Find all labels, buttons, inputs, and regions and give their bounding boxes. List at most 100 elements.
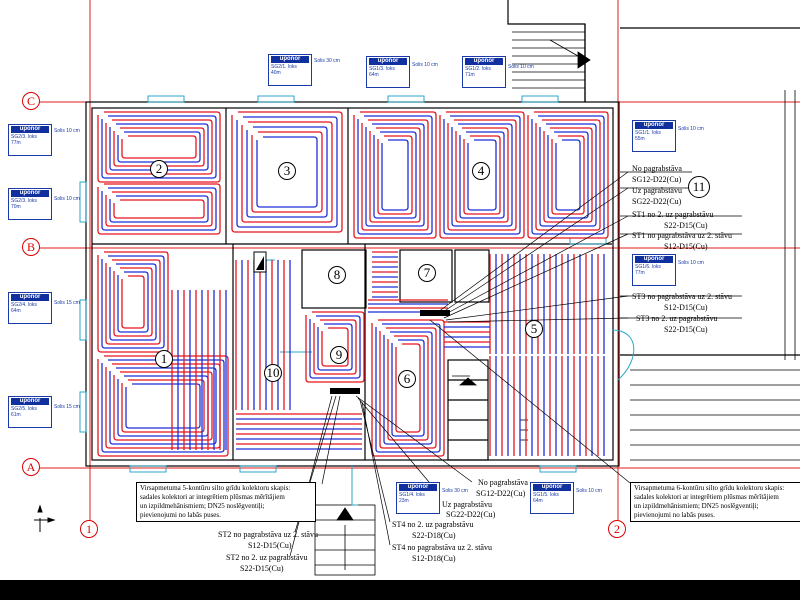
loop-4b-ring bbox=[443, 115, 521, 235]
loop-1b-ring bbox=[113, 371, 213, 441]
loop-1a-ring bbox=[117, 271, 149, 333]
loop-2-ring bbox=[101, 115, 217, 179]
loop-3-ring bbox=[241, 121, 333, 223]
loop-4c-ring bbox=[527, 111, 609, 239]
loop-4c-ring bbox=[551, 135, 585, 215]
mid-label-5: S22-D18(Cu) bbox=[412, 531, 456, 540]
loop-6-ring bbox=[391, 339, 425, 437]
loop-4a-ring bbox=[357, 115, 433, 235]
grid-label-1: 1 bbox=[80, 520, 98, 538]
right-label-3: SG22-D22(Cu) bbox=[632, 197, 682, 206]
stairs-right bbox=[630, 90, 800, 461]
loop-9-ring bbox=[305, 311, 365, 383]
loop-4a-ring bbox=[369, 127, 421, 223]
loop-1b-ring bbox=[97, 355, 229, 457]
loop-3-ring bbox=[246, 126, 328, 218]
loop-2b-ring bbox=[113, 199, 205, 219]
stairs-inner bbox=[452, 375, 528, 441]
loop-1b-ring bbox=[121, 379, 205, 433]
loop-6-ring bbox=[387, 335, 429, 441]
loop-3-ring bbox=[231, 111, 343, 233]
mid-label-7: S12-D18(Cu) bbox=[412, 554, 456, 563]
grid-label-a: A bbox=[22, 458, 40, 476]
loop-4c-ring bbox=[531, 115, 605, 235]
loop-label-6: 6 bbox=[398, 370, 416, 388]
loop-4a-ring bbox=[381, 139, 409, 211]
axis-icon bbox=[34, 504, 56, 532]
loop-4c-ring bbox=[543, 127, 593, 223]
mid-label-3: SG22-D22(Cu) bbox=[446, 510, 496, 519]
loop-1a-ring bbox=[105, 259, 161, 345]
loop-2-ring bbox=[121, 135, 197, 159]
loop-4a-ring bbox=[365, 123, 425, 227]
walls bbox=[85, 0, 800, 467]
left-label-3: S22-D15(Cu) bbox=[240, 564, 284, 573]
loop-label-10: 10 bbox=[264, 364, 282, 382]
right-label-5: S22-D15(Cu) bbox=[664, 221, 708, 230]
loop-1b-ring bbox=[105, 363, 221, 449]
note-right-manifold: Virsapmetuma 6-kontūru silto grīdu kolek… bbox=[630, 482, 800, 522]
mid-label-1: SG12-D22(Cu) bbox=[476, 489, 526, 498]
uponor-box-sg2-3a: uponor SG2/3. loks 77m bbox=[8, 124, 52, 156]
uponor-box-sg1-4: uponor SG1/4. loks 23m bbox=[396, 482, 440, 514]
loop-4a-ring bbox=[361, 119, 429, 231]
loop-9-ring bbox=[313, 319, 357, 375]
loop-1b-ring bbox=[117, 375, 209, 437]
loop-3-ring bbox=[256, 136, 318, 208]
loop-2-ring bbox=[117, 131, 201, 163]
loop-1a-ring bbox=[121, 275, 145, 329]
loop-4a-ring bbox=[353, 111, 437, 239]
manifold-right bbox=[420, 310, 450, 316]
room-8-wall bbox=[301, 249, 367, 309]
loop-4a-ring bbox=[373, 131, 417, 219]
manifold-left bbox=[330, 388, 360, 394]
loop-4c-ring bbox=[555, 139, 581, 211]
loop-4b-ring bbox=[451, 123, 513, 227]
loop-label-3: 3 bbox=[278, 162, 296, 180]
loop-4c-ring bbox=[535, 119, 601, 231]
loop-label-7: 7 bbox=[418, 264, 436, 282]
loop-label-1: 1 bbox=[155, 350, 173, 368]
grid-label-c: C bbox=[22, 92, 40, 110]
right-label-10: ST3 no 2. uz pagrabstāvu bbox=[636, 314, 718, 323]
uponor-box-sg2-1: uponor SG2/1. loks 40m bbox=[268, 54, 312, 86]
loop-2b-ring bbox=[105, 191, 213, 227]
loop-1b-ring bbox=[109, 367, 217, 445]
heating-pipes bbox=[97, 111, 609, 457]
uponor-box-sg2-5: uponor SG2/5. loks 61m bbox=[8, 396, 52, 428]
loop-3-ring bbox=[251, 131, 323, 213]
loop-3-ring bbox=[236, 116, 338, 228]
loop-2b-ring bbox=[97, 183, 221, 235]
stair-arrow-icon bbox=[577, 51, 591, 69]
right-label-2: Uz pagrabstāvu bbox=[632, 186, 682, 195]
loop-4b-ring bbox=[455, 127, 509, 223]
loop-label-4: 4 bbox=[472, 162, 490, 180]
left-label-1: S12-D15(Cu) bbox=[248, 541, 292, 550]
grid-label-b: B bbox=[22, 238, 40, 256]
loop-9-ring bbox=[321, 327, 349, 367]
mid-label-4: ST4 no 2. uz pagrabstāvu bbox=[392, 520, 474, 529]
left-label-0: ST2 no pagrabstāva uz 2. stāvu bbox=[218, 530, 318, 539]
loop-2b-ring bbox=[109, 195, 209, 223]
loop-4b-ring bbox=[467, 139, 497, 211]
right-label-11: S22-D15(Cu) bbox=[664, 325, 708, 334]
loop-4a-ring bbox=[377, 135, 413, 215]
loop-1b-ring bbox=[125, 383, 201, 429]
stairs-bottom bbox=[314, 504, 376, 576]
loop-2-ring bbox=[105, 119, 213, 175]
mid-label-6: ST4 no pagrabstāva uz 2. stāvu bbox=[392, 543, 492, 552]
loop-2-ring bbox=[97, 111, 221, 183]
mid-label-2: Uz pagrabstāvu bbox=[442, 500, 492, 509]
stair-lower-wall bbox=[447, 359, 489, 461]
stair-wall bbox=[454, 249, 490, 303]
right-label-7: S12-D15(Cu) bbox=[664, 242, 708, 251]
leader-lines bbox=[289, 171, 742, 557]
right-label-0: No pagrabstāva bbox=[632, 164, 682, 173]
left-label-2: ST2 no 2. uz pagrabstāvu bbox=[226, 553, 308, 562]
uponor-box-sg1-5: uponor SG1/5. loks 64m bbox=[530, 482, 574, 514]
uponor-box-sg1-6: uponor SG1/6. loks 77m bbox=[632, 254, 676, 286]
loop-label-9: 9 bbox=[330, 346, 348, 364]
grid-label-2: 2 bbox=[608, 520, 626, 538]
loop-2-ring bbox=[109, 123, 209, 171]
